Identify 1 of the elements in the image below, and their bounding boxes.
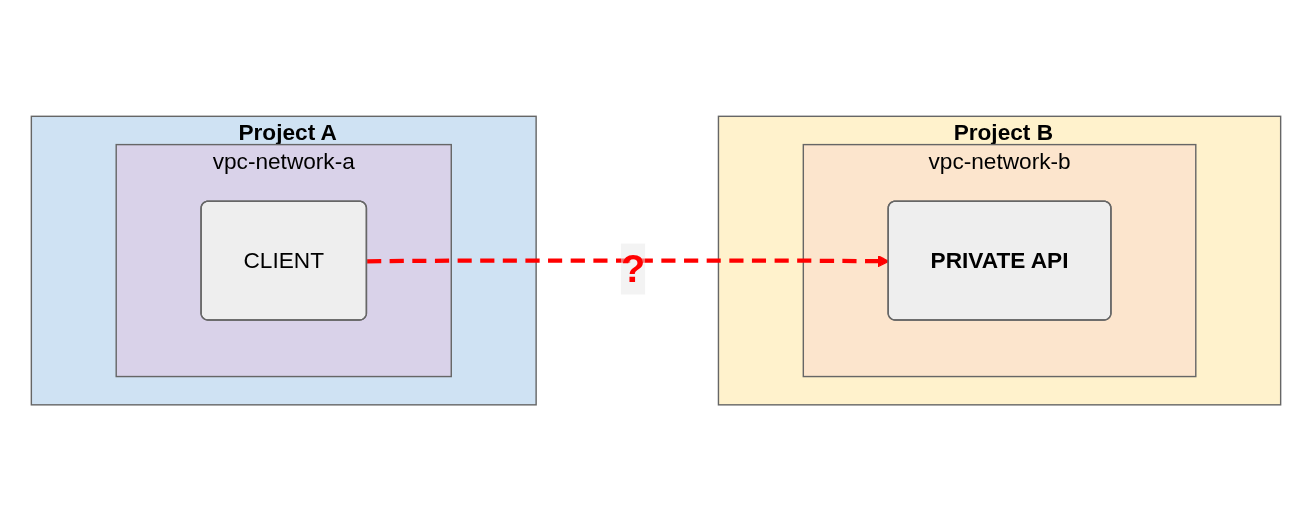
edge-label: ? <box>620 246 646 291</box>
